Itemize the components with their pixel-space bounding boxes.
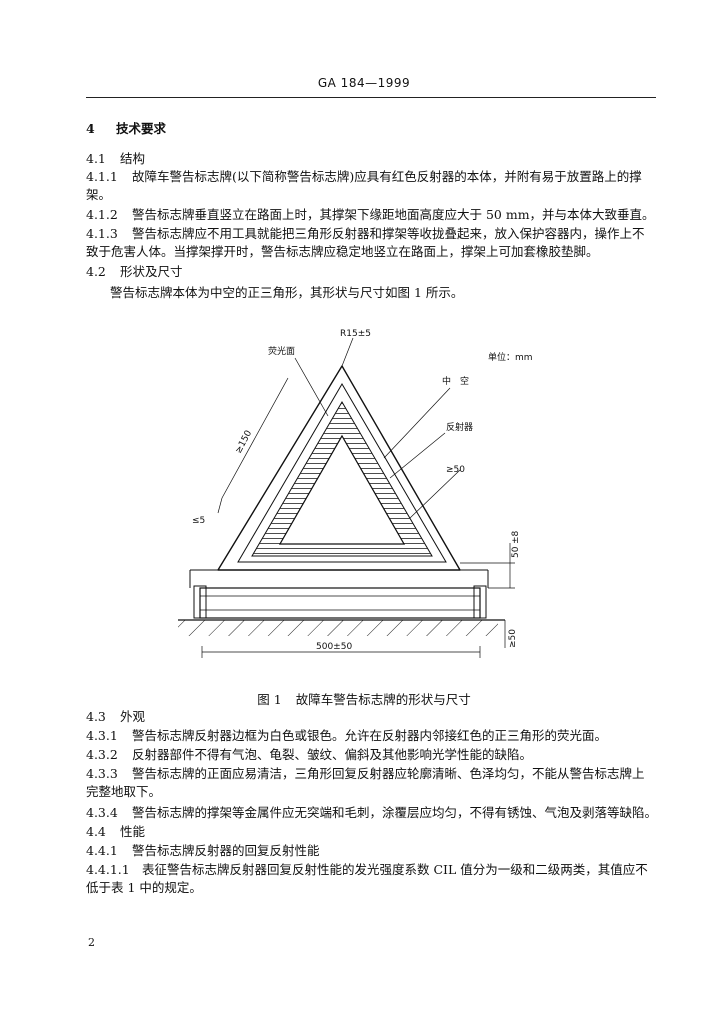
- clause-4-4-1: 4.4.1 警告标志牌反射器的回复反射性能: [86, 842, 656, 860]
- clause-4-3-4: 4.3.4 警告标志牌的撑架等金属件应无突端和毛刺，涂覆层应均匀，不得有锈蚀、气泡…: [86, 804, 658, 822]
- label-fluorescent: 荧光面: [268, 345, 295, 357]
- section-title: 技术要求: [116, 121, 167, 136]
- fluorescent-outline: [237, 383, 447, 563]
- clause-text: 警告标志牌应不用工具就能把三角形反射器和撑架等收拢叠起来，放入保护容器内，操作上…: [86, 226, 645, 259]
- clause-number: 4.4.1.1: [86, 862, 130, 877]
- label-base: 500±50: [316, 642, 352, 652]
- clause-4-1-2: 4.1.2 警告标志牌垂直竖立在路面上时，其撑架下缘距地面高度应大于 50 mm，…: [86, 206, 656, 224]
- section-title: 性能: [120, 824, 146, 839]
- clause-number: 4.1.1: [86, 169, 118, 184]
- clause-text: 表征警告标志牌反射器回复反射性能的发光强度系数 CIL 值分为一级和二级两类，其…: [86, 862, 648, 895]
- caption-text: 故障车警告标志牌的形状与尺寸: [295, 692, 471, 707]
- clause-number: 4.3.3: [86, 766, 118, 781]
- clause-number: 4.1.3: [86, 226, 118, 241]
- base-frame: [199, 587, 481, 619]
- label-corner: ≤5: [192, 516, 205, 526]
- clause-text: 警告标志牌反射器的回复反射性能: [132, 843, 320, 858]
- section-4-1-heading: 4.1 结构: [86, 150, 656, 168]
- section-title: 结构: [120, 151, 146, 166]
- label-ground: ≥50: [508, 629, 518, 648]
- clause-4-3-2: 4.3.2 反射器部件不得有气泡、龟裂、皱纹、偏斜及其他影响光学性能的缺陷。: [86, 746, 656, 764]
- label-radius: R15±5: [340, 329, 371, 339]
- clause-number: 4.4.1: [86, 843, 118, 858]
- label-band: ≥50: [446, 465, 465, 475]
- clause-text: 故障车警告标志牌(以下简称警告标志牌)应具有红色反射器的本体，并附有易于放置路上…: [86, 169, 642, 202]
- caption-label: 图 1: [257, 692, 282, 707]
- section-number: 4.2: [86, 264, 106, 279]
- figure-warning-triangle: R15±5 荧光面 单位：mm 中 空 反射器 ≥50 ≥150 ≤5 50 ±…: [178, 329, 533, 658]
- clause-number: 4.3.4: [86, 805, 118, 820]
- label-height-a: 50: [511, 546, 521, 558]
- label-height-b: ±8: [511, 530, 521, 544]
- hollow-center: [278, 434, 406, 545]
- clause-text: 反射器部件不得有气泡、龟裂、皱纹、偏斜及其他影响光学性能的缺陷。: [132, 747, 533, 762]
- clause-text: 警告标志牌反射器边框为白色或银色。允许在反射器内邻接红色的正三角形的荧光面。: [132, 728, 608, 743]
- section-title: 形状及尺寸: [120, 264, 183, 279]
- section-number: 4: [86, 121, 95, 136]
- section-4-heading: 4 技术要求: [86, 120, 656, 138]
- clause-text: 警告标志牌的撑架等金属件应无突端和毛刺，涂覆层应均匀，不得有锈蚀、气泡及剥落等缺…: [132, 805, 658, 820]
- outer-triangle: [217, 365, 461, 571]
- section-title: 外观: [120, 709, 146, 724]
- clause-text: 警告标志牌的正面应易清洁，三角形回复反射器应轮廓清晰、色泽均匀，不能从警告标志牌…: [86, 766, 645, 799]
- label-unit: 单位：mm: [488, 351, 533, 363]
- section-number: 4.3: [86, 709, 106, 724]
- label-reflector: 反射器: [446, 421, 473, 433]
- page-number: 2: [88, 936, 95, 949]
- section-4-4-heading: 4.4 性能: [86, 823, 656, 841]
- page-header-code: GA 184—1999: [317, 76, 411, 90]
- section-4-3-heading: 4.3 外观: [86, 708, 656, 726]
- clause-text: 警告标志牌垂直竖立在路面上时，其撑架下缘距地面高度应大于 50 mm，并与本体大…: [132, 207, 655, 222]
- section-number: 4.1: [86, 151, 106, 166]
- clause-number: 4.3.2: [86, 747, 118, 762]
- section-4-2-text: 警告标志牌本体为中空的正三角形，其形状与尺寸如图 1 所示。: [110, 285, 464, 300]
- ground-hatch: [178, 620, 498, 636]
- figure-caption: 图 1 故障车警告标志牌的形状与尺寸: [0, 689, 728, 708]
- label-hollow: 中 空: [442, 375, 469, 387]
- label-side: ≥150: [234, 429, 255, 456]
- section-4-2-heading: 4.2 形状及尺寸: [86, 263, 656, 281]
- clause-number: 4.3.1: [86, 728, 118, 743]
- clause-number: 4.1.2: [86, 207, 118, 222]
- header-rule: [86, 97, 656, 98]
- section-number: 4.4: [86, 824, 106, 839]
- clause-4-3-1: 4.3.1 警告标志牌反射器边框为白色或银色。允许在反射器内邻接红色的正三角形的荧…: [86, 727, 656, 745]
